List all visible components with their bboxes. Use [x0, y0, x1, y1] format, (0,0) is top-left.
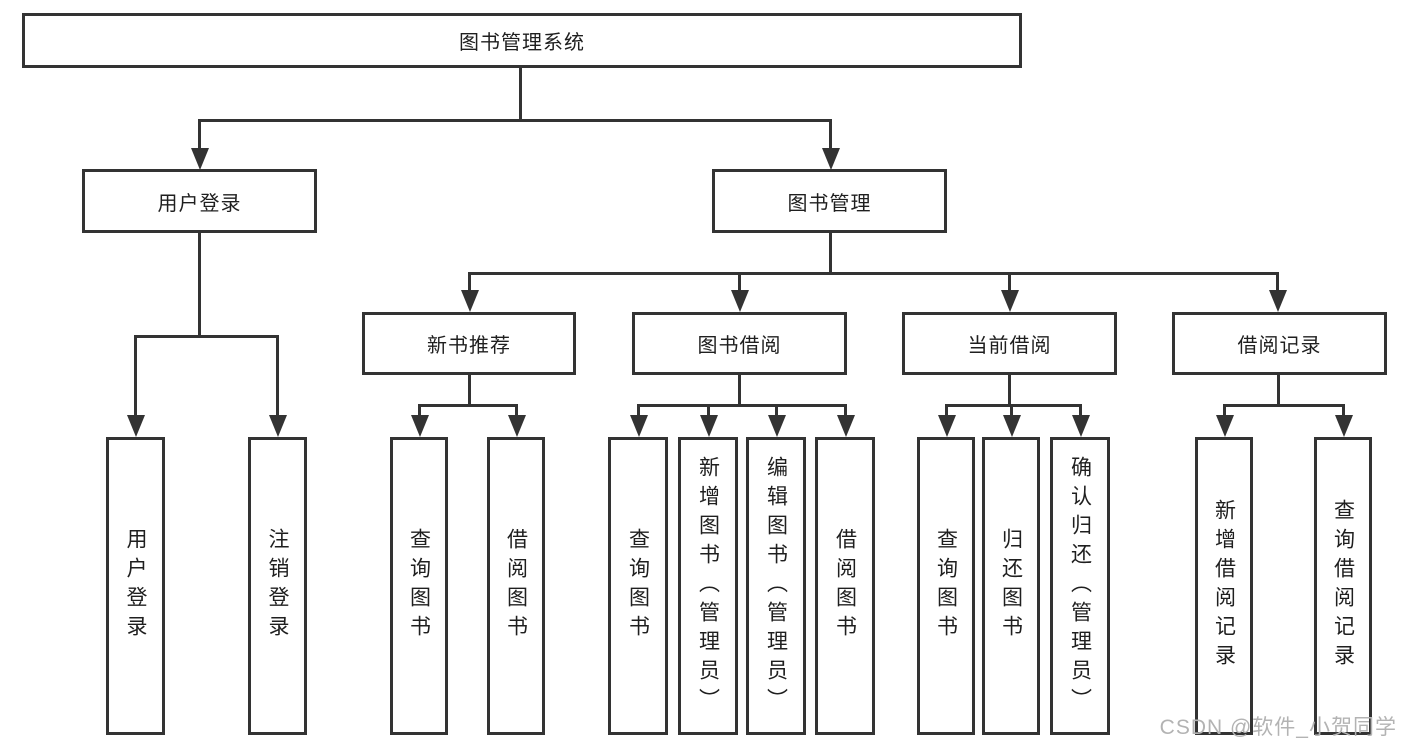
leaf-label: 编辑图书（管理员）	[764, 455, 788, 717]
leaf-label: 借阅图书	[504, 528, 528, 644]
connector-line	[1277, 374, 1280, 407]
leaf-query-books: 查询图书	[608, 437, 668, 735]
connector-arrow-down	[198, 119, 201, 148]
leaf-label: 归还图书	[999, 528, 1023, 644]
leaf-user-login: 用户登录	[106, 437, 165, 735]
connector-line	[198, 232, 201, 337]
connector-line	[637, 404, 846, 407]
node-new-book-recommendation: 新书推荐	[362, 312, 576, 375]
connector-arrow-down	[1008, 272, 1011, 290]
connector-arrow-down	[707, 404, 710, 415]
leaf-label: 用户登录	[124, 528, 147, 644]
leaf-add-books-admin: 新增图书（管理员）	[678, 437, 738, 735]
connector-line	[134, 335, 279, 338]
leaf-logout: 注销登录	[248, 437, 307, 735]
leaf-borrow-books: 借阅图书	[815, 437, 875, 735]
node-current-borrowing: 当前借阅	[902, 312, 1117, 375]
connector-arrow-down	[1342, 404, 1345, 415]
connector-arrow-down	[945, 404, 948, 415]
leaf-label: 借阅图书	[833, 528, 857, 644]
connector-line	[519, 66, 522, 120]
connector-line	[199, 119, 831, 122]
connector-line	[418, 404, 518, 407]
leaf-add-borrow-record: 新增借阅记录	[1195, 437, 1253, 735]
connector-arrow-down	[738, 272, 741, 290]
leaf-label: 新增图书（管理员）	[696, 455, 720, 717]
connector-arrow-down	[468, 272, 471, 290]
leaf-label: 查询图书	[407, 528, 431, 644]
connector-arrow-down	[1010, 404, 1013, 415]
connector-arrow-down	[1079, 404, 1082, 415]
node-book-borrowing: 图书借阅	[632, 312, 847, 375]
node-user-login: 用户登录	[82, 169, 317, 233]
leaf-label: 确认归还（管理员）	[1068, 455, 1092, 717]
connector-arrow-down	[775, 404, 778, 415]
leaf-label: 新增借阅记录	[1212, 499, 1236, 673]
leaf-query-books: 查询图书	[390, 437, 448, 735]
connector-line	[1223, 404, 1344, 407]
connector-arrow-down	[844, 404, 847, 415]
leaf-confirm-return-admin: 确认归还（管理员）	[1050, 437, 1110, 735]
connector-line	[468, 374, 471, 407]
leaf-label: 查询图书	[626, 528, 650, 644]
connector-arrow-down	[829, 119, 832, 148]
connector-arrow-down	[134, 335, 137, 415]
node-borrowing-records: 借阅记录	[1172, 312, 1387, 375]
node-book-management: 图书管理	[712, 169, 947, 233]
connector-arrow-down	[1276, 272, 1279, 290]
leaf-borrow-books: 借阅图书	[487, 437, 545, 735]
connector-line	[1008, 374, 1011, 407]
connector-line	[738, 374, 741, 407]
leaf-label: 查询图书	[934, 528, 958, 644]
connector-line	[829, 232, 832, 274]
connector-arrow-down	[276, 335, 279, 415]
leaf-return-books: 归还图书	[982, 437, 1040, 735]
node-library-system: 图书管理系统	[22, 13, 1022, 68]
leaf-query-borrow-record: 查询借阅记录	[1314, 437, 1372, 735]
connector-arrow-down	[418, 404, 421, 415]
connector-arrow-down	[1223, 404, 1226, 415]
leaf-label: 查询借阅记录	[1331, 499, 1355, 673]
leaf-label: 注销登录	[266, 528, 289, 644]
connector-line	[468, 272, 1279, 275]
leaf-edit-books-admin: 编辑图书（管理员）	[746, 437, 806, 735]
connector-line	[945, 404, 1081, 407]
connector-arrow-down	[515, 404, 518, 415]
connector-arrow-down	[637, 404, 640, 415]
leaf-query-books: 查询图书	[917, 437, 975, 735]
